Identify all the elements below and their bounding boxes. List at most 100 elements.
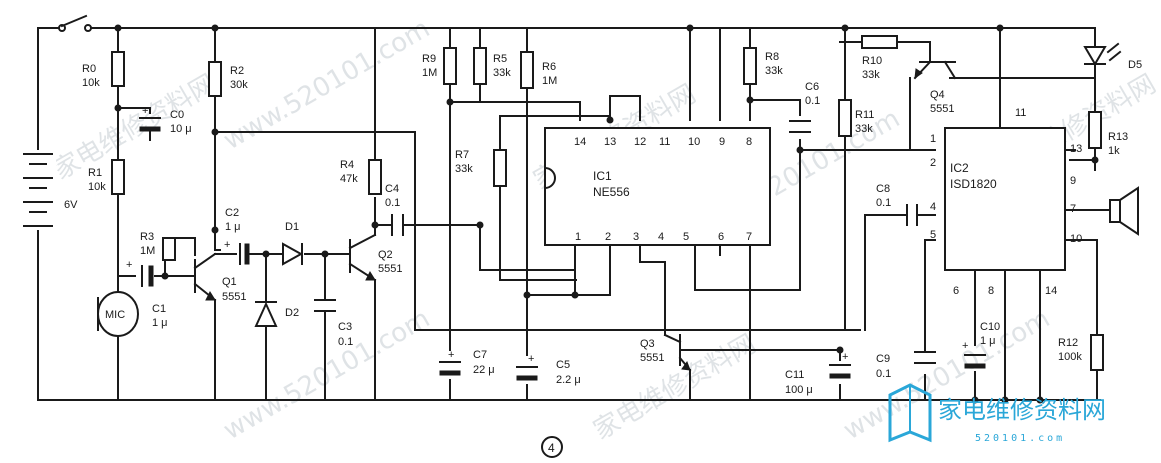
svg-text:1M: 1M xyxy=(542,75,557,87)
svg-text:3: 3 xyxy=(633,231,639,243)
svg-text:C11: C11 xyxy=(785,369,804,381)
svg-text:8: 8 xyxy=(746,136,752,148)
svg-text:33k: 33k xyxy=(493,67,511,79)
svg-text:+: + xyxy=(126,259,132,271)
svg-text:C7: C7 xyxy=(473,349,487,361)
battery: 6V xyxy=(20,150,78,230)
svg-text:R3: R3 xyxy=(140,231,154,243)
svg-text:R11: R11 xyxy=(855,109,874,121)
svg-text:33k: 33k xyxy=(855,123,873,135)
capacitor-C8: C8 0.1 xyxy=(876,183,918,226)
svg-text:0.1: 0.1 xyxy=(876,368,891,380)
svg-text:8: 8 xyxy=(988,285,994,297)
watermark-url: www.520101.com xyxy=(219,14,436,156)
svg-text:+: + xyxy=(224,239,230,251)
watermark-url: www.520101.com xyxy=(839,304,1056,446)
diode-D1: D1 xyxy=(282,221,304,266)
resistor-R10: R10 33k xyxy=(861,35,898,81)
diode-D2: D2 xyxy=(254,301,299,327)
wires xyxy=(37,27,1111,401)
svg-text:9: 9 xyxy=(1070,175,1076,187)
svg-text:33k: 33k xyxy=(765,65,783,77)
svg-text:5551: 5551 xyxy=(378,263,402,275)
svg-text:4: 4 xyxy=(930,201,936,213)
logo-text: 家电维修资料网 xyxy=(938,396,1106,424)
resistor-R0: R0 10k xyxy=(82,51,125,89)
watermark-text: 家电维修资料网 xyxy=(589,329,762,446)
svg-text:10: 10 xyxy=(1070,233,1082,245)
svg-text:0.1: 0.1 xyxy=(338,336,353,348)
svg-text:Q2: Q2 xyxy=(378,249,393,261)
resistor-R5: R5 33k xyxy=(473,47,511,85)
svg-text:+: + xyxy=(528,353,534,365)
svg-text:1 μ: 1 μ xyxy=(225,221,241,233)
capacitor-C1: + C1 1 μ xyxy=(126,259,168,329)
svg-text:Q1: Q1 xyxy=(222,276,237,288)
svg-text:100k: 100k xyxy=(1058,351,1082,363)
svg-text:7: 7 xyxy=(746,231,752,243)
svg-text:10 μ: 10 μ xyxy=(170,123,192,135)
microphone: MIC xyxy=(97,291,139,337)
svg-text:5551: 5551 xyxy=(930,103,954,115)
resistor-R11: R11 33k xyxy=(838,99,874,137)
svg-text:R0: R0 xyxy=(82,63,96,75)
junction-dots xyxy=(114,24,1099,404)
watermark-text: 家电维修资料网 xyxy=(49,69,222,186)
svg-text:2: 2 xyxy=(605,231,611,243)
svg-text:C5: C5 xyxy=(556,359,570,371)
svg-text:NE556: NE556 xyxy=(593,185,630,199)
capacitor-C4: C4 0.1 xyxy=(385,183,404,236)
resistor-R7: R7 33k xyxy=(455,149,507,187)
svg-text:13: 13 xyxy=(1070,143,1082,155)
svg-text:14: 14 xyxy=(1045,285,1057,297)
svg-text:5551: 5551 xyxy=(222,291,246,303)
svg-text:+: + xyxy=(142,105,148,117)
svg-text:R12: R12 xyxy=(1058,337,1078,349)
svg-text:7: 7 xyxy=(1070,203,1076,215)
resistor-R4: R4 47k xyxy=(340,159,382,195)
resistor-R12: R12 100k xyxy=(1058,334,1104,371)
svg-text:+: + xyxy=(448,349,454,361)
svg-text:R5: R5 xyxy=(493,53,507,65)
svg-text:R8: R8 xyxy=(765,51,779,63)
svg-text:5: 5 xyxy=(683,231,689,243)
capacitor-C5: + C5 2.2 μ xyxy=(516,353,581,386)
ic2-isd1820: IC2 ISD1820 1 2 4 5 11 13 9 7 10 6 8 14 xyxy=(930,107,1082,297)
transistor-Q3: Q3 5551 xyxy=(640,333,692,372)
svg-text:4: 4 xyxy=(658,231,664,243)
svg-text:0.1: 0.1 xyxy=(876,197,891,209)
svg-text:1M: 1M xyxy=(140,245,155,257)
svg-text:6: 6 xyxy=(718,231,724,243)
svg-text:C0: C0 xyxy=(170,109,184,121)
svg-text:D5: D5 xyxy=(1128,59,1142,71)
site-logo: 家电维修资料网 520101.com xyxy=(888,383,1106,444)
svg-text:0.1: 0.1 xyxy=(385,197,400,209)
resistor-R1: R1 10k xyxy=(88,159,125,195)
svg-text:ISD1820: ISD1820 xyxy=(950,177,997,191)
svg-text:C9: C9 xyxy=(876,353,890,365)
svg-text:22 μ: 22 μ xyxy=(473,364,495,376)
svg-text:R2: R2 xyxy=(230,65,244,77)
svg-text:1 μ: 1 μ xyxy=(980,335,996,347)
svg-text:D1: D1 xyxy=(285,221,299,233)
svg-text:33k: 33k xyxy=(862,69,880,81)
svg-text:6: 6 xyxy=(953,285,959,297)
svg-text:D2: D2 xyxy=(285,307,299,319)
battery-voltage-label: 6V xyxy=(64,199,78,211)
svg-text:1: 1 xyxy=(930,133,936,145)
capacitor-C7: + C7 22 μ xyxy=(439,349,495,376)
svg-text:1k: 1k xyxy=(1108,145,1120,157)
capacitor-C10: + C10 1 μ xyxy=(962,321,1000,369)
svg-text:47k: 47k xyxy=(340,173,358,185)
capacitor-C2: + C2 1 μ xyxy=(224,207,250,265)
figure-number: 4 xyxy=(541,436,563,458)
svg-text:C4: C4 xyxy=(385,183,399,195)
resistor-R3: R3 1M xyxy=(140,231,176,261)
svg-text:10k: 10k xyxy=(82,77,100,89)
capacitor-C0: + C0 10 μ xyxy=(139,105,192,135)
svg-text:C3: C3 xyxy=(338,321,352,333)
svg-text:C1: C1 xyxy=(152,303,166,315)
svg-text:IC2: IC2 xyxy=(950,161,969,175)
svg-text:R9: R9 xyxy=(422,53,436,65)
